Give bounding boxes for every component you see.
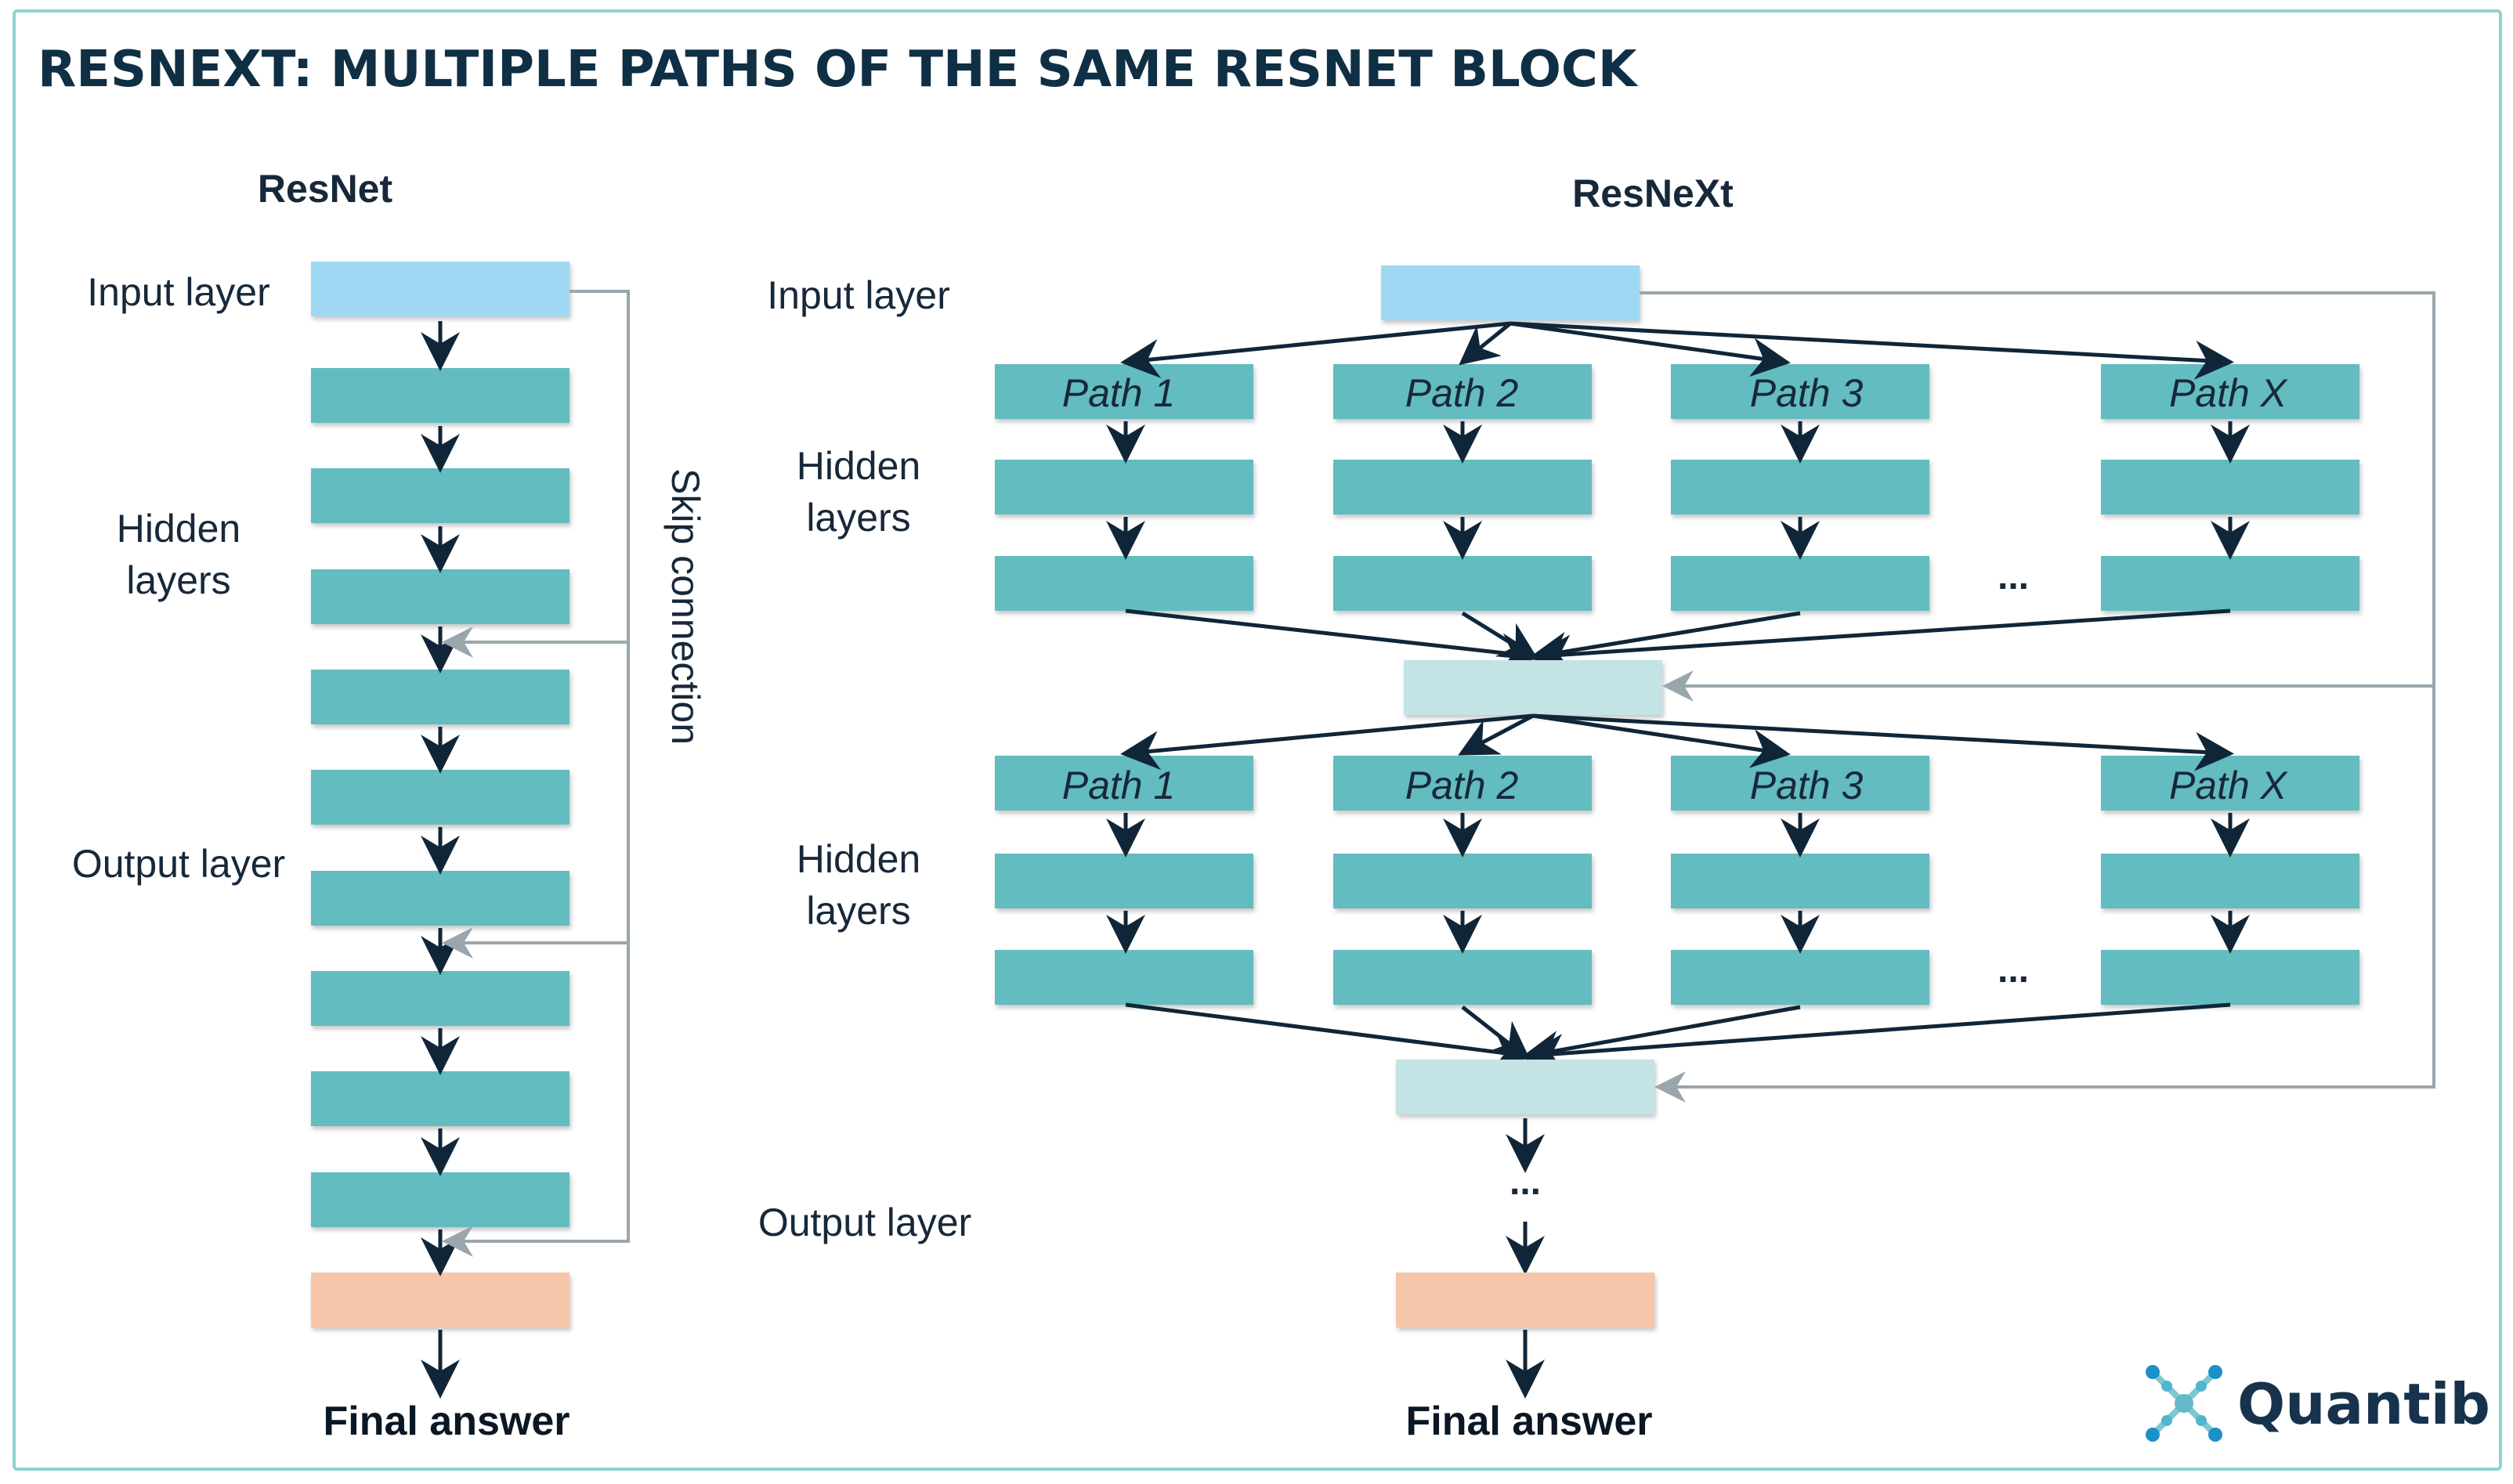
resnet-output-layer xyxy=(311,1273,569,1327)
resnext-diagram: ResNeXt Input layer Hidden layers Hidden… xyxy=(758,172,2435,1444)
resnext-hidden-layer xyxy=(1333,950,1592,1005)
resnet-hidden-layer xyxy=(311,1172,569,1227)
resnext-merge-layer xyxy=(1404,660,1662,715)
skip-connection-label: Skip connection xyxy=(664,468,707,745)
more-paths-ellipsis: ... xyxy=(1998,949,2029,991)
resnet-hidden-layer xyxy=(311,368,569,423)
resnext-hidden-layer xyxy=(1671,556,1929,611)
resnet-hidden-layer xyxy=(311,670,569,724)
resnext-final-answer: Final answer xyxy=(1406,1399,1653,1444)
path-label: Path 3 xyxy=(1750,371,1864,415)
resnext-hidden-layer xyxy=(995,854,1253,908)
molecule-cross-icon xyxy=(2146,1365,2222,1442)
resnet-skip-connections xyxy=(442,290,630,1257)
resnext-input-label: Input layer xyxy=(767,273,949,317)
resnext-hidden-layer xyxy=(2101,950,2359,1005)
path-head-box xyxy=(1671,364,1929,419)
path-label: Path 2 xyxy=(1405,764,1519,807)
resnet-input-layer xyxy=(311,262,569,316)
resnext-hidden-layer xyxy=(995,556,1253,611)
resnext-hidden-label-line2: layers xyxy=(806,889,910,933)
path-head-box xyxy=(1333,364,1592,419)
resnext-hidden-layer xyxy=(1333,556,1592,611)
resnext-heading: ResNeXt xyxy=(1572,172,1734,215)
resnext-input-layer xyxy=(1381,265,1640,320)
path-label: Path 1 xyxy=(1062,371,1176,415)
resnet-hidden-label-line2: layers xyxy=(126,558,230,602)
path-label: Path X xyxy=(2169,371,2288,415)
resnext-hidden-layer xyxy=(1333,854,1592,908)
path-head-box xyxy=(1671,756,1929,811)
resnext-hidden-label-line2: layers xyxy=(806,496,910,540)
resnext-merge-layer xyxy=(1396,1060,1654,1114)
resnext-hidden-layer xyxy=(1333,460,1592,515)
resnet-heading: ResNet xyxy=(258,167,393,211)
path-label: Path 2 xyxy=(1405,371,1519,415)
more-paths-ellipsis: ... xyxy=(1998,556,2029,598)
path-head-box xyxy=(1333,756,1592,811)
path-label: Path 1 xyxy=(1062,764,1176,807)
resnext-hidden-layer xyxy=(2101,854,2359,908)
path-label: Path 3 xyxy=(1750,764,1864,807)
path-arrows xyxy=(1106,813,2250,954)
resnext-hidden-layer xyxy=(2101,556,2359,611)
path-label: Path X xyxy=(2169,764,2288,807)
resnet-diagram: ResNet Input layer Hidden layers Output … xyxy=(72,167,707,1444)
resnet-hidden-layer xyxy=(311,770,569,825)
quantib-logo: Quantib xyxy=(2146,1365,2490,1442)
resnext-hidden-layer xyxy=(1671,460,1929,515)
resnet-hidden-layer xyxy=(311,468,569,523)
resnext-hidden-layer xyxy=(995,950,1253,1005)
path-arrows xyxy=(1106,421,2250,560)
resnet-hidden-layer xyxy=(311,971,569,1026)
resnext-hidden-layer xyxy=(2101,460,2359,515)
resnet-hidden-layer xyxy=(311,871,569,926)
fan-out-arrows xyxy=(1120,713,2234,771)
resnet-hidden-layer xyxy=(311,569,569,624)
resnext-output-layer xyxy=(1396,1273,1654,1327)
resnet-hidden-label-line1: Hidden xyxy=(117,507,240,551)
brand-name: Quantib xyxy=(2237,1371,2490,1437)
resnet-input-label: Input layer xyxy=(87,270,269,314)
resnet-final-answer: Final answer xyxy=(324,1399,570,1444)
resnext-skip-connections xyxy=(1640,291,2435,1103)
resnext-hidden-label-line1: Hidden xyxy=(797,837,920,881)
fan-out-arrows xyxy=(1120,321,2234,380)
resnext-hidden-layer xyxy=(1671,854,1929,908)
fan-in-arrows xyxy=(1125,1002,2231,1074)
more-blocks-ellipsis: ... xyxy=(1510,1161,1541,1203)
resnext-hidden-layer xyxy=(995,460,1253,515)
resnext-hidden-label-line1: Hidden xyxy=(797,444,920,488)
fan-in-arrows xyxy=(1125,608,2231,674)
resnet-hidden-layer xyxy=(311,1071,569,1126)
resnext-block-1: Path 1 Path 2 Path 3 Path X ... xyxy=(995,321,2359,674)
resnext-output-label: Output layer xyxy=(758,1201,971,1244)
resnext-hidden-layer xyxy=(1671,950,1929,1005)
resnet-output-label: Output layer xyxy=(72,842,285,886)
page-title: RESNEXT: MULTIPLE PATHS OF THE SAME RESN… xyxy=(38,41,1639,99)
resnext-block-2: Path 1 Path 2 Path 3 Path X ... xyxy=(995,713,2359,1074)
